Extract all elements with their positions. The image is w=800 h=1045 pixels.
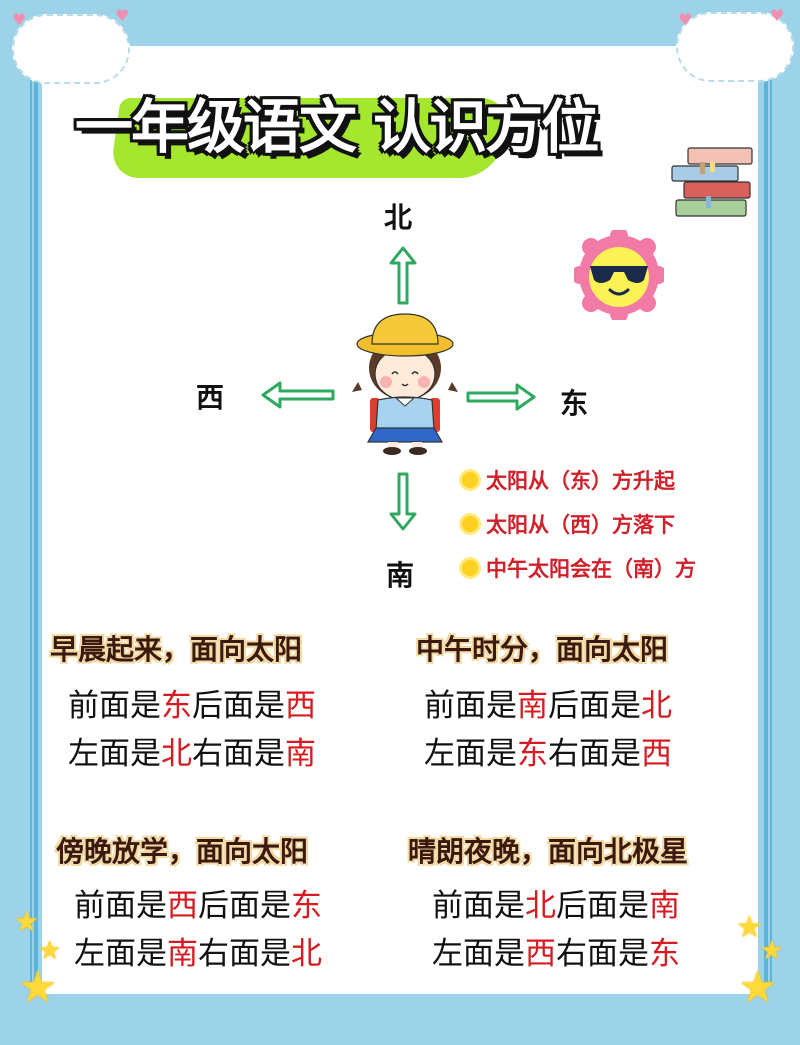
fact-text: 太阳从（西）方落下 — [486, 513, 675, 537]
left-label: 左面是 — [74, 936, 167, 972]
left-direction: 西 — [525, 936, 556, 972]
front-back-line: 前面是北后面是南 — [408, 882, 748, 930]
left-direction: 东 — [517, 736, 548, 772]
right-label: 右面是 — [198, 936, 291, 972]
right-label: 右面是 — [556, 936, 649, 972]
sun-facts-list: 太阳从（东）方升起 太阳从（西）方落下 中午太阳会在（南）方 — [462, 458, 696, 590]
right-label: 右面是 — [548, 736, 641, 772]
right-direction: 南 — [285, 736, 316, 772]
back-label: 后面是 — [548, 688, 641, 724]
heart-icon: ♥ — [12, 10, 27, 29]
back-direction: 北 — [641, 688, 672, 724]
section-heading: 中午时分，面向太阳 — [416, 633, 669, 666]
label-north: 北 — [384, 201, 413, 234]
page-title: 一年级语文 认识方位 — [75, 93, 599, 161]
arrow-down-icon — [389, 472, 417, 531]
right-direction: 北 — [291, 936, 322, 972]
star-icon: ★ — [14, 905, 40, 938]
front-direction: 南 — [517, 688, 548, 724]
label-west: 西 — [196, 381, 225, 414]
star-icon: ★ — [738, 962, 778, 1013]
sun-icon — [462, 516, 478, 532]
sun-with-sunglasses-icon — [574, 230, 664, 320]
label-east: 东 — [560, 387, 589, 420]
fact-item: 太阳从（西）方落下 — [462, 502, 696, 546]
border-stripe — [764, 40, 768, 985]
schoolgirl-illustration — [352, 313, 458, 455]
front-back-line: 前面是南后面是北 — [416, 682, 756, 730]
border-stripe — [30, 40, 32, 985]
back-label: 后面是 — [556, 888, 649, 924]
section-noon: 中午时分，面向太阳 前面是南后面是北 左面是东右面是西 — [416, 628, 756, 778]
border-stripe — [34, 40, 38, 985]
right-label: 右面是 — [192, 736, 285, 772]
cloud-icon — [12, 14, 130, 84]
arrow-up-icon — [389, 246, 417, 305]
back-label: 后面是 — [198, 888, 291, 924]
section-night: 晴朗夜晚，面向北极星 前面是北后面是南 左面是西右面是东 — [408, 830, 748, 978]
left-label: 左面是 — [68, 736, 161, 772]
section-heading: 傍晚放学，面向太阳 — [56, 835, 309, 868]
front-label: 前面是 — [74, 888, 167, 924]
section-evening: 傍晚放学，面向太阳 前面是西后面是东 左面是南右面是北 — [56, 830, 396, 978]
front-back-line: 前面是东后面是西 — [50, 682, 390, 730]
front-label: 前面是 — [68, 688, 161, 724]
back-direction: 东 — [291, 888, 322, 924]
section-heading: 晴朗夜晚，面向北极星 — [408, 835, 689, 868]
heart-icon: ♥ — [770, 6, 785, 25]
cloud-icon — [676, 12, 794, 82]
right-direction: 东 — [649, 936, 680, 972]
sun-icon — [462, 472, 478, 488]
arrow-left-icon — [261, 381, 335, 409]
section-morning: 早晨起来，面向太阳 前面是东后面是西 左面是北右面是南 — [50, 628, 390, 778]
border-stripe — [770, 40, 772, 985]
back-label: 后面是 — [192, 688, 285, 724]
left-direction: 南 — [167, 936, 198, 972]
fact-item: 太阳从（东）方升起 — [462, 458, 696, 502]
heart-icon: ♥ — [678, 10, 693, 29]
right-direction: 西 — [641, 736, 672, 772]
left-direction: 北 — [161, 736, 192, 772]
left-label: 左面是 — [432, 936, 525, 972]
front-direction: 西 — [167, 888, 198, 924]
back-direction: 南 — [649, 888, 680, 924]
front-direction: 东 — [161, 688, 192, 724]
star-icon: ★ — [760, 936, 784, 966]
front-direction: 北 — [525, 888, 556, 924]
fact-text: 太阳从（东）方升起 — [486, 469, 675, 493]
star-icon: ★ — [38, 936, 62, 966]
fact-item: 中午太阳会在（南）方 — [462, 546, 696, 590]
left-label: 左面是 — [424, 736, 517, 772]
front-label: 前面是 — [424, 688, 517, 724]
star-icon: ★ — [736, 910, 763, 945]
left-right-line: 左面是南右面是北 — [56, 930, 396, 978]
left-right-line: 左面是北右面是南 — [50, 730, 390, 778]
star-icon: ★ — [18, 962, 58, 1013]
section-heading: 早晨起来，面向太阳 — [50, 633, 303, 666]
heart-icon: ♥ — [115, 6, 130, 25]
left-right-line: 左面是东右面是西 — [416, 730, 756, 778]
title-block: 一年级语文 认识方位 — [75, 80, 695, 178]
arrow-right-icon — [466, 383, 536, 411]
back-direction: 西 — [285, 688, 316, 724]
front-back-line: 前面是西后面是东 — [56, 882, 396, 930]
label-south: 南 — [386, 559, 415, 592]
left-right-line: 左面是西右面是东 — [408, 930, 748, 978]
fact-text: 中午太阳会在（南）方 — [486, 557, 696, 581]
books-icon — [671, 147, 753, 217]
front-label: 前面是 — [432, 888, 525, 924]
sun-icon — [462, 560, 478, 576]
